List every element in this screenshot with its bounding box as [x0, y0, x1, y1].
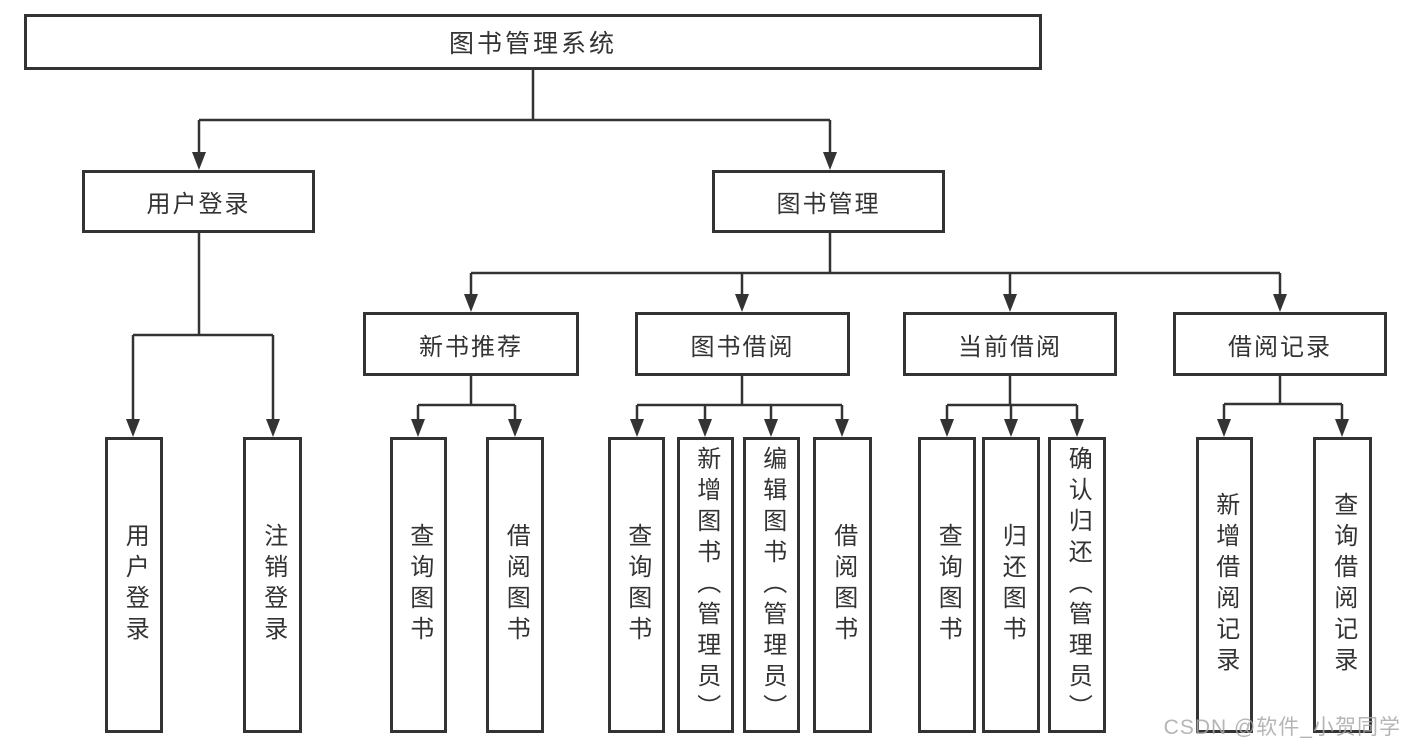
- leaf-add-borrow-record: 新增借阅记录: [1196, 437, 1253, 733]
- leaf-user-login-label: 用户登录: [121, 523, 149, 647]
- arrowhead-icon: [508, 419, 522, 437]
- leaf-edit-book-admin: 编辑图书（管理员）: [743, 437, 800, 733]
- leaf-borrow-books: 借阅图书: [813, 437, 872, 733]
- arrowhead-icon: [464, 294, 478, 312]
- node-user-login: 用户登录: [82, 170, 315, 233]
- arrowhead-icon: [266, 419, 280, 437]
- node-new-book-recommend-label: 新书推荐: [419, 333, 523, 361]
- leaf-query-books-current: 查询图书: [918, 437, 976, 733]
- leaf-query-books-borrow: 查询图书: [608, 437, 665, 733]
- node-book-borrow-label: 图书借阅: [690, 333, 795, 361]
- arrowhead-icon: [764, 419, 778, 437]
- arrowhead-icon: [835, 419, 849, 437]
- connector-root-to-level2: [197, 70, 832, 158]
- connector-book-management-to-level3: [469, 233, 1282, 300]
- arrowhead-icon: [735, 294, 749, 312]
- leaf-return-book-label: 归还图书: [998, 523, 1026, 647]
- leaf-add-book-admin-label: 新增图书（管理员）: [692, 445, 720, 725]
- arrowhead-icon: [192, 152, 206, 170]
- arrowhead-icon: [940, 419, 954, 437]
- leaf-confirm-return-admin-label: 确认归还（管理员）: [1064, 445, 1092, 725]
- node-borrow-records: 借阅记录: [1173, 312, 1387, 376]
- connector-new-book-recommend-to-leaves: [416, 376, 517, 425]
- leaf-confirm-return-admin: 确认归还（管理员）: [1048, 437, 1106, 733]
- leaf-borrow-books-recommend: 借阅图书: [486, 437, 544, 733]
- arrowhead-icon: [1004, 419, 1018, 437]
- node-book-management-label: 图书管理: [776, 191, 881, 218]
- leaf-query-books-current-label: 查询图书: [934, 523, 962, 647]
- node-book-borrow: 图书借阅: [635, 312, 850, 376]
- leaf-query-borrow-record: 查询借阅记录: [1313, 437, 1372, 733]
- node-borrow-records-label: 借阅记录: [1228, 333, 1332, 361]
- node-new-book-recommend: 新书推荐: [363, 312, 579, 376]
- leaf-borrow-books-recommend-label: 借阅图书: [502, 523, 530, 647]
- arrowhead-icon: [823, 152, 837, 170]
- connector-borrow-records-to-leaves: [1222, 376, 1344, 425]
- arrowhead-icon: [411, 419, 425, 437]
- csdn-watermark: CSDN @软件_小贺同学: [1163, 716, 1401, 739]
- arrowhead-icon: [126, 419, 140, 437]
- node-current-borrow: 当前借阅: [903, 312, 1117, 376]
- connector-current-borrow-to-leaves: [945, 376, 1079, 425]
- leaf-query-books-recommend: 查询图书: [390, 437, 447, 733]
- arrowhead-icon: [1335, 419, 1349, 437]
- leaf-add-borrow-record-label: 新增借阅记录: [1211, 492, 1239, 678]
- leaf-borrow-books-label: 借阅图书: [829, 523, 857, 647]
- leaf-return-book: 归还图书: [982, 437, 1040, 733]
- leaf-add-book-admin: 新增图书（管理员）: [677, 437, 734, 733]
- leaf-query-borrow-record-label: 查询借阅记录: [1329, 492, 1357, 678]
- arrowhead-icon: [1273, 294, 1287, 312]
- leaf-edit-book-admin-label: 编辑图书（管理员）: [758, 445, 786, 725]
- arrowhead-icon: [1217, 419, 1231, 437]
- arrowhead-icon: [1070, 419, 1084, 437]
- arrowhead-icon: [630, 419, 644, 437]
- leaf-query-books-borrow-label: 查询图书: [623, 523, 651, 647]
- leaf-query-books-recommend-label: 查询图书: [405, 523, 433, 647]
- arrowhead-icon: [698, 419, 712, 437]
- node-book-management: 图书管理: [712, 170, 945, 233]
- node-root-label: 图书管理系统: [448, 30, 617, 58]
- leaf-logout: 注销登录: [243, 437, 302, 733]
- connector-book-borrow-to-leaves: [635, 376, 844, 425]
- leaf-user-login: 用户登录: [105, 437, 163, 733]
- connector-user-login-to-leaves: [131, 233, 275, 425]
- node-current-borrow-label: 当前借阅: [958, 333, 1062, 361]
- node-root: 图书管理系统: [24, 14, 1042, 70]
- leaf-logout-label: 注销登录: [259, 523, 287, 647]
- arrowhead-icon: [1003, 294, 1017, 312]
- node-user-login-label: 用户登录: [146, 191, 251, 218]
